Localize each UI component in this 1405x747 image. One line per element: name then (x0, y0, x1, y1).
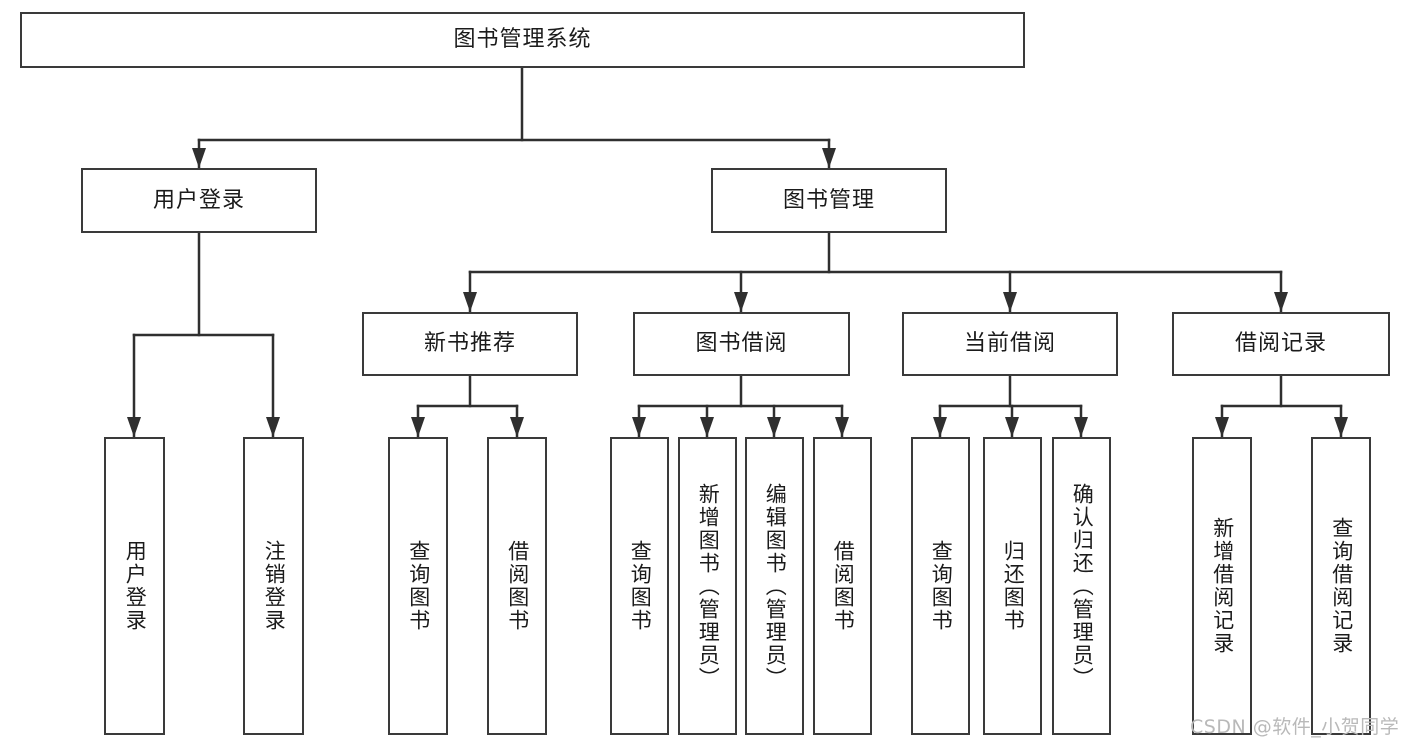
conn-user-login-arrow-1 (266, 417, 280, 437)
conn-book-manage-arrow-1 (734, 292, 748, 312)
node-label: 新增图书（管理员） (696, 482, 721, 690)
node-label: 确认归还（管理员） (1070, 482, 1095, 690)
node-leaf-edit-book[interactable]: 编辑图书（管理员） (745, 437, 804, 735)
node-label: 新书推荐 (423, 331, 516, 356)
conn-book-borrow-arrow-0 (632, 417, 646, 437)
node-leaf-add-record[interactable]: 新增借阅记录 (1192, 437, 1252, 735)
conn-book-borrow-arrow-3 (835, 417, 849, 437)
node-leaf-query-record[interactable]: 查询借阅记录 (1311, 437, 1371, 735)
node-user-login[interactable]: 用户登录 (81, 168, 317, 233)
conn-current-borrow-arrow-1 (1005, 417, 1019, 437)
node-leaf-borrow-book-rec[interactable]: 借阅图书 (487, 437, 547, 735)
watermark-label: CSDN @软件_小贺同学 (1190, 716, 1400, 738)
node-label: 图书管理 (782, 187, 875, 213)
conn-current-borrow-arrow-0 (933, 417, 947, 437)
conn-new-book-recommend-arrow-0 (411, 417, 425, 437)
node-leaf-query-book-cur[interactable]: 查询图书 (911, 437, 970, 735)
conn-book-manage-arrow-0 (463, 292, 477, 312)
node-label: 当前借阅 (963, 331, 1056, 356)
node-leaf-logout[interactable]: 注销登录 (243, 437, 304, 735)
node-label: 编辑图书（管理员） (763, 482, 788, 690)
conn-borrow-record-arrow-1 (1334, 417, 1348, 437)
node-leaf-return-book[interactable]: 归还图书 (983, 437, 1042, 735)
conn-borrow-record-arrow-0 (1215, 417, 1229, 437)
node-current-borrow[interactable]: 当前借阅 (902, 312, 1118, 376)
node-label: 查询图书 (929, 540, 954, 632)
node-root[interactable]: 图书管理系统 (20, 12, 1025, 68)
node-new-book-recommend[interactable]: 新书推荐 (362, 312, 578, 376)
conn-new-book-recommend-arrow-1 (510, 417, 524, 437)
node-label: 注销登录 (262, 540, 287, 632)
node-label: 查询借阅记录 (1329, 517, 1354, 655)
conn-root-arrow-0 (192, 148, 206, 168)
node-book-manage[interactable]: 图书管理 (711, 168, 947, 233)
node-leaf-confirm-return[interactable]: 确认归还（管理员） (1052, 437, 1111, 735)
node-label: 借阅图书 (505, 540, 530, 632)
conn-book-borrow-arrow-2 (767, 417, 781, 437)
node-label: 查询图书 (628, 540, 653, 632)
node-label: 借阅记录 (1234, 331, 1327, 356)
node-label: 图书借阅 (695, 331, 788, 356)
node-label: 用户登录 (152, 187, 245, 213)
node-borrow-record[interactable]: 借阅记录 (1172, 312, 1390, 376)
conn-root-arrow-1 (822, 148, 836, 168)
node-label: 归还图书 (1001, 540, 1026, 632)
node-label: 借阅图书 (831, 540, 856, 632)
node-leaf-query-book-borrow[interactable]: 查询图书 (610, 437, 669, 735)
node-book-borrow[interactable]: 图书借阅 (633, 312, 850, 376)
node-leaf-query-book-rec[interactable]: 查询图书 (388, 437, 448, 735)
node-label: 新增借阅记录 (1210, 517, 1235, 655)
node-label: 用户登录 (123, 540, 148, 632)
node-leaf-add-book[interactable]: 新增图书（管理员） (678, 437, 737, 735)
conn-book-manage-arrow-3 (1274, 292, 1288, 312)
conn-user-login-arrow-0 (127, 417, 141, 437)
conn-current-borrow-arrow-2 (1074, 417, 1088, 437)
conn-book-borrow-arrow-1 (700, 417, 714, 437)
node-leaf-borrow-book[interactable]: 借阅图书 (813, 437, 872, 735)
node-label: 查询图书 (406, 540, 431, 632)
node-label: 图书管理系统 (453, 27, 592, 52)
node-leaf-user-login[interactable]: 用户登录 (104, 437, 165, 735)
conn-book-manage-arrow-2 (1003, 292, 1017, 312)
